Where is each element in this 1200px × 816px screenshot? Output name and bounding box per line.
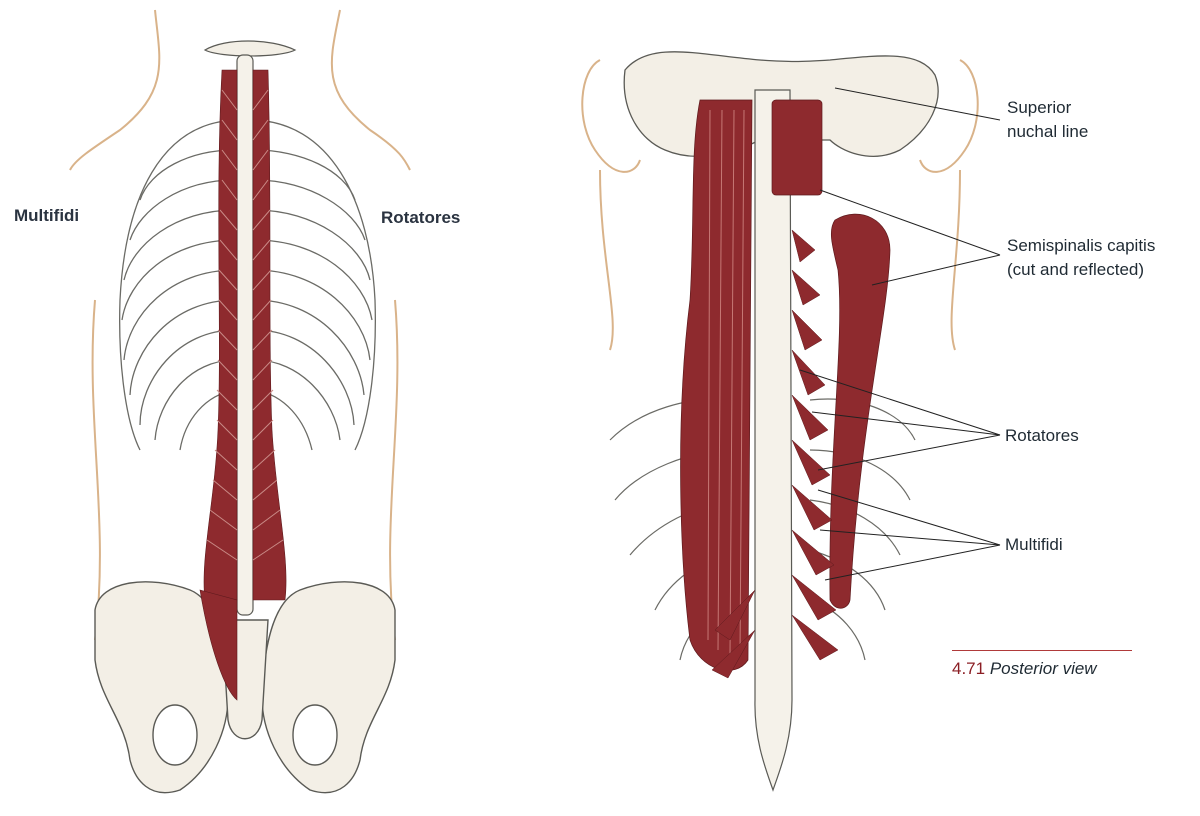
leader-rotatores-3 <box>817 434 1001 471</box>
left-rotatores-fibers <box>206 89 284 561</box>
right-leader-lines <box>799 87 1001 581</box>
leader-rotatores-1 <box>799 369 1001 436</box>
left-sacral-muscle <box>199 589 238 701</box>
right-left-muscle-striations <box>707 109 745 656</box>
label-multifidi-left: Multifidi <box>14 206 80 225</box>
label-superior-nuchal-line-line2: nuchal line <box>1007 122 1089 141</box>
left-body-skin-outline <box>69 9 411 641</box>
leader-semispinalis-2 <box>871 254 1001 286</box>
leader-semispinalis-1 <box>819 189 1001 256</box>
leader-rotatores-2 <box>811 411 1001 436</box>
right-rotatores-multifidi <box>711 229 839 679</box>
left-pelvis <box>94 581 396 794</box>
label-semispinalis-capitis: Semispinalis capitis (cut and reflected) <box>1007 234 1155 282</box>
right-left-long-muscle <box>680 99 753 671</box>
label-rotatores-left: Rotatores <box>381 208 461 227</box>
leader-multifidi-1 <box>817 489 1001 546</box>
leader-multifidi-2 <box>819 529 1001 546</box>
label-rotatores-right: Rotatores <box>1005 426 1079 445</box>
left-vertebral-column <box>236 54 254 616</box>
right-skin-outline <box>581 59 979 351</box>
left-cervical-top <box>203 40 297 57</box>
leader-superior-nuchal-line <box>834 87 1001 121</box>
left-multifidi-muscles <box>203 69 287 601</box>
label-semispinalis-line2: (cut and reflected) <box>1007 260 1145 279</box>
right-vertebral-column <box>754 89 793 792</box>
right-posterior-neck-back <box>581 51 1001 792</box>
left-posterior-body <box>69 9 411 794</box>
label-multifidi-right: Multifidi <box>1005 535 1063 554</box>
label-semispinalis-line1: Semispinalis capitis <box>1007 236 1156 255</box>
label-superior-nuchal-line-line1: Superior <box>1007 98 1072 117</box>
figure-number: 4.71 <box>952 659 986 678</box>
right-semispinalis-stub <box>771 99 823 196</box>
leader-multifidi-3 <box>824 544 1001 581</box>
figure-caption: 4.71 Posterior view <box>952 650 1132 679</box>
label-superior-nuchal-line: Superior nuchal line <box>1007 96 1088 144</box>
right-semispinalis-reflected <box>829 213 891 609</box>
figure-title: Posterior view <box>989 659 1097 678</box>
